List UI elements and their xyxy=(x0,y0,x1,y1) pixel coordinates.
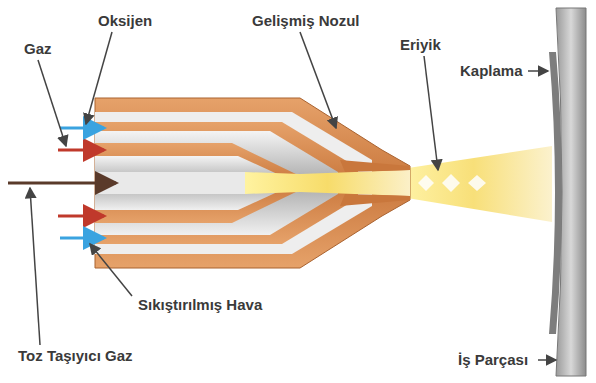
part-label: Kaplama xyxy=(458,62,525,80)
part-label: Eriyik xyxy=(398,36,443,54)
part-label: Sıkıştırılmış Hava xyxy=(136,296,264,314)
part-label: Gaz xyxy=(22,40,54,58)
part-label: Toz Taşıyıcı Gaz xyxy=(16,347,134,365)
part-label: Gelişmiş Nozul xyxy=(250,12,362,30)
part-label: Oksijen xyxy=(96,12,154,30)
part-label: İş Parçası xyxy=(456,351,530,369)
